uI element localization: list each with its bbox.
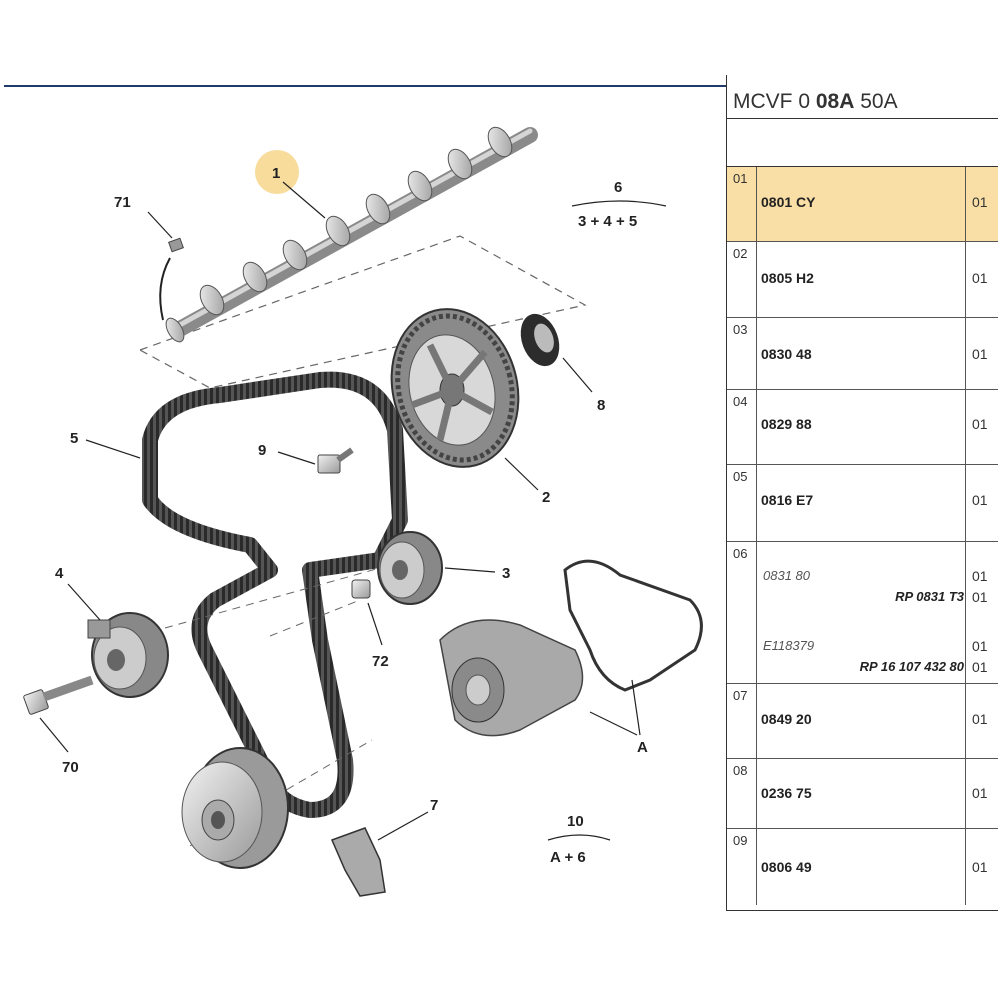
callout-10: 10 bbox=[567, 813, 584, 830]
callout-9: 9 bbox=[258, 442, 266, 459]
callout-10-formula: A + 6 bbox=[550, 849, 586, 866]
part-quantity: 01 bbox=[972, 270, 988, 286]
nut-72 bbox=[351, 579, 371, 599]
part-row-05[interactable]: 05 0816 E7 01 bbox=[727, 465, 998, 542]
part-row-08[interactable]: 08 0236 75 01 bbox=[727, 759, 998, 829]
part-row-04[interactable]: 04 0829 88 01 bbox=[727, 390, 998, 465]
callout-71: 71 bbox=[114, 194, 131, 211]
parts-list-panel: MCVF 0 08A 50A 01 0801 CY 01 02 0805 H2 … bbox=[726, 75, 998, 911]
callout-72: 72 bbox=[372, 653, 389, 670]
belt-guide-7 bbox=[330, 827, 386, 897]
part-quantity-sub: 01 bbox=[972, 638, 988, 654]
part-reference: 0236 75 bbox=[761, 785, 812, 801]
camshaft bbox=[165, 126, 538, 343]
panel-title-suffix: 50A bbox=[854, 90, 898, 113]
part-reference: 0830 48 bbox=[761, 346, 812, 362]
callout-1-badge bbox=[255, 150, 299, 194]
part-quantity-sub: 01 bbox=[972, 589, 988, 605]
part-quantity: 01 bbox=[972, 416, 988, 432]
parts-diagram: 1 71 6 3 + 4 + 5 8 2 5 9 bbox=[4, 85, 726, 897]
part-reference: 0829 88 bbox=[761, 416, 812, 432]
replacement-reference: RP 0831 T3 bbox=[895, 589, 964, 604]
part-quantity-sub: 01 bbox=[972, 568, 988, 584]
key-71 bbox=[168, 237, 184, 253]
water-pump-gasket bbox=[563, 559, 703, 692]
row-index: 01 bbox=[733, 171, 748, 186]
callout-A: A bbox=[637, 739, 648, 756]
panel-title-bold: 08A bbox=[815, 90, 855, 113]
callout-7: 7 bbox=[430, 797, 438, 814]
part-quantity-sub: 01 bbox=[972, 659, 988, 675]
part-row-01[interactable]: 01 0801 CY 01 bbox=[727, 167, 998, 242]
callout-4: 4 bbox=[55, 565, 64, 582]
bolt-70 bbox=[23, 675, 94, 715]
callout-70: 70 bbox=[62, 759, 79, 776]
seal-8 bbox=[520, 313, 560, 367]
part-row-02[interactable]: 02 0805 H2 01 bbox=[727, 242, 998, 318]
part-reference: 0805 H2 bbox=[761, 270, 814, 286]
camshaft-dashed-frame bbox=[138, 235, 587, 389]
idler-pulley-3 bbox=[377, 531, 443, 605]
row-index: 05 bbox=[733, 469, 748, 484]
part-quantity: 01 bbox=[972, 194, 988, 210]
callout-6: 6 bbox=[614, 179, 622, 196]
callout-5: 5 bbox=[70, 430, 78, 447]
part-reference: 0806 49 bbox=[761, 859, 812, 875]
bolt-9 bbox=[317, 447, 354, 474]
part-reference-sub: E118379 bbox=[763, 638, 815, 653]
camshaft-sprocket-2 bbox=[390, 308, 520, 468]
part-quantity: 01 bbox=[972, 785, 988, 801]
part-quantity: 01 bbox=[972, 711, 988, 727]
row-index: 09 bbox=[733, 833, 748, 848]
row-index: 08 bbox=[733, 763, 748, 778]
row-index: 02 bbox=[733, 246, 748, 261]
panel-title: MCVF 0 08A 50A bbox=[727, 75, 998, 119]
part-quantity: 01 bbox=[972, 492, 988, 508]
part-row-06[interactable]: 06 0831 80 01 RP 0831 T3 01 E118379 01 R… bbox=[727, 542, 998, 684]
part-quantity: 01 bbox=[972, 859, 988, 875]
callout-1: 1 bbox=[272, 165, 280, 182]
timing-belt-5 bbox=[142, 371, 408, 818]
part-row-09[interactable]: 09 0806 49 01 bbox=[727, 829, 998, 905]
part-reference: 0849 20 bbox=[761, 711, 812, 727]
callout-6-formula: 3 + 4 + 5 bbox=[578, 213, 637, 230]
part-quantity: 01 bbox=[972, 346, 988, 362]
callout-2: 2 bbox=[542, 489, 550, 506]
row-index: 07 bbox=[733, 688, 748, 703]
tensioner-4 bbox=[87, 612, 169, 698]
callout-8: 8 bbox=[597, 397, 605, 414]
part-reference-sub: 0831 80 bbox=[763, 568, 810, 583]
part-reference: 0801 CY bbox=[761, 194, 816, 210]
part-reference: 0816 E7 bbox=[761, 492, 814, 508]
crankshaft-sprocket bbox=[181, 747, 289, 869]
panel-blank-row bbox=[727, 119, 998, 167]
callout-3: 3 bbox=[502, 565, 510, 582]
replacement-reference: RP 16 107 432 80 bbox=[859, 659, 964, 674]
row-index: 06 bbox=[733, 546, 748, 561]
water-pump bbox=[439, 619, 584, 737]
row-index: 04 bbox=[733, 394, 748, 409]
row-index: 03 bbox=[733, 322, 748, 337]
panel-title-prefix: MCVF 0 bbox=[733, 90, 816, 113]
part-row-03[interactable]: 03 0830 48 01 bbox=[727, 318, 998, 390]
part-row-07[interactable]: 07 0849 20 01 bbox=[727, 684, 998, 759]
